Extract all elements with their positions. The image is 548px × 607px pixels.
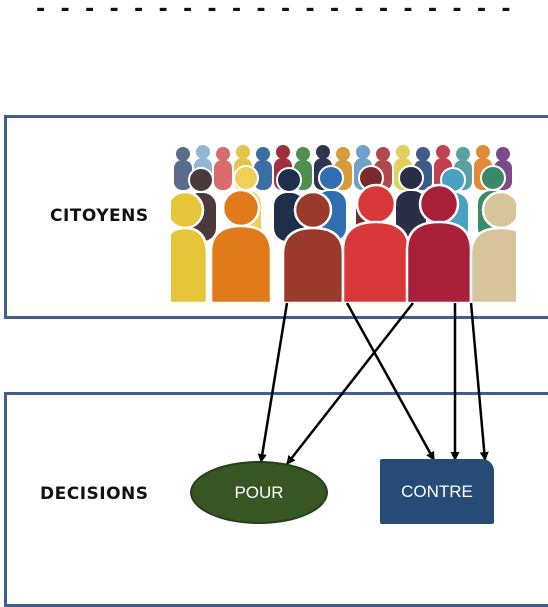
dashed-separator: - - - - - - - - - - - - - - - - - - - - …	[34, 0, 512, 22]
pour-node: POUR	[190, 461, 328, 524]
pour-label: POUR	[234, 482, 284, 502]
citoyens-label: CITOYENS	[50, 206, 149, 226]
contre-label: CONTRE	[401, 481, 473, 501]
contre-node: CONTRE	[380, 459, 494, 524]
crowd-icon	[171, 140, 516, 303]
decisions-label: DECISIONS	[40, 484, 149, 504]
